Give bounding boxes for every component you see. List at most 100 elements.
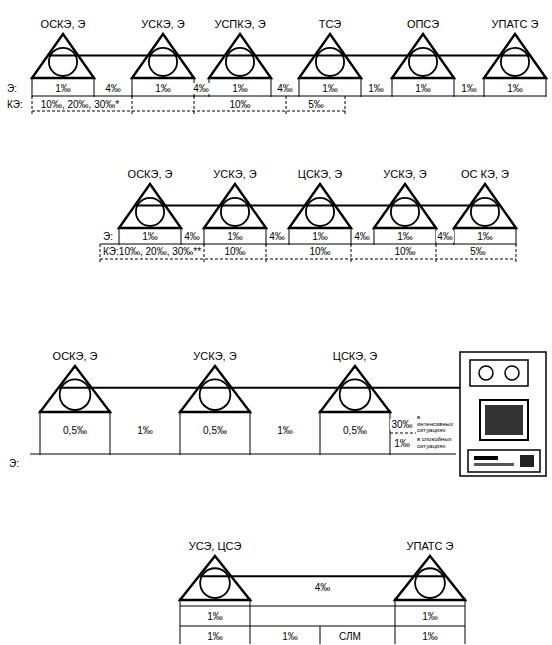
node-symbol [390,32,456,80]
loss-value: Э: [8,458,20,469]
node-symbol [318,364,392,414]
node-label: ЦСКЭ, Э [297,168,343,182]
node-symbol [372,182,438,230]
measure-line [32,96,33,114]
measure-line [40,410,41,455]
loss-value: 1‰ [311,231,329,242]
exchange-node: УСКЭ, Э [130,18,196,80]
measure-line [299,78,300,97]
measure-line [361,78,362,97]
node-label: УСПКЭ, Э [213,18,266,32]
measure-line [266,228,267,245]
node-label: УСЭ, ЦСЭ [188,540,243,554]
loss-value: 10‰ [223,246,246,257]
measure-line [351,244,352,262]
loss-value: 10‰, 20‰, 30‰** [118,246,202,257]
node-label: УСКЭ, Э [382,168,427,182]
loss-value: 4‰ [104,83,122,94]
loss-value: 1‰ [321,83,339,94]
node-label: УПАТС Э [491,18,540,32]
measure-line [180,598,181,644]
node-symbol [117,182,183,230]
loss-value: 30‰ [390,419,413,430]
connector [335,204,390,206]
node-label: ОСКЭ, Э [52,350,99,364]
connector [255,54,315,56]
measure-line [374,228,375,245]
measure-line [271,78,272,97]
node-label: ОСКЭ, Э [127,168,174,182]
connector [232,387,339,389]
exchange-node: ЦСКЭ, Э [318,350,392,414]
node-label: ОПСЭ [406,18,440,32]
node-label: ОСКЭ, Э [40,18,87,32]
loss-value: 1‰ [141,231,159,242]
measure-line [351,228,352,245]
measure-line [266,244,267,262]
measure-line [320,626,321,644]
connector [78,54,148,56]
measure-line [100,259,516,260]
loss-value: 4‰ [276,83,294,94]
exchange-node: УСЭ, ЦСЭ [178,540,252,602]
loss-value: Э: [6,83,18,94]
measure-line [546,78,547,97]
measure-line [100,244,101,262]
edge-label: 4‰ [314,582,332,593]
node-symbol [130,32,196,80]
loss-value: 1‰ [393,438,411,449]
node-symbol [297,32,363,80]
measure-line [204,228,205,245]
loss-value: 4‰ [436,231,454,242]
note-text: в интенсивных ситуациях [416,414,458,434]
loss-value: КЭ: [6,99,24,110]
connector [345,54,408,56]
connector [250,204,305,206]
loss-value: 0,5‰ [62,425,88,436]
exchange-node: ЦСКЭ, Э [287,168,353,230]
exchange-node: ТСЭ [297,18,363,80]
loss-value: 1‰ [414,83,432,94]
measure-line [289,228,290,245]
measure-line [110,410,111,455]
node-label: ТСЭ [318,18,342,32]
measure-line [250,598,251,644]
loss-value: 1‰ [231,83,249,94]
exchange-node: УСКЭ, Э [178,350,252,414]
exchange-node: ОС КЭ, Э [452,168,518,230]
measure-line [119,228,120,245]
node-symbol [202,182,268,230]
node-symbol [38,364,112,414]
exchange-node: УСКЭ, Э [202,168,268,230]
loss-value: 1‰ [421,611,439,622]
exchange-node: ОСКЭ, Э [30,18,96,80]
note-text: в спокойных ситуациях [416,436,458,449]
exchange-node: ОПСЭ [390,18,456,80]
loss-value: 1‰ [421,631,439,642]
measure-line [516,228,517,245]
measure-line [94,78,95,97]
loss-value: 1‰ [206,611,224,622]
measure-line [32,111,345,112]
measure-line [180,410,181,455]
exchange-node: ОСКЭ, Э [38,350,112,414]
loss-value: 5‰ [307,99,325,110]
loss-value: 1‰ [506,83,524,94]
loss-value: 1‰ [460,83,478,94]
exchange-node: УСПКЭ, Э [207,18,273,80]
measure-line [32,78,33,97]
node-symbol [482,32,548,80]
loss-value: 5‰ [469,246,487,257]
measure-line [194,96,195,114]
measure-line [30,454,456,455]
exchange-node: ОСКЭ, Э [117,168,183,230]
loss-value: 10‰ [308,246,331,257]
measure-line [484,78,485,97]
measure-line [181,228,182,245]
node-label: УСКЭ, Э [140,18,185,32]
loss-value: 1‰ [154,83,172,94]
node-label: ЦСКЭ, Э [332,350,378,364]
link-line [372,387,460,389]
